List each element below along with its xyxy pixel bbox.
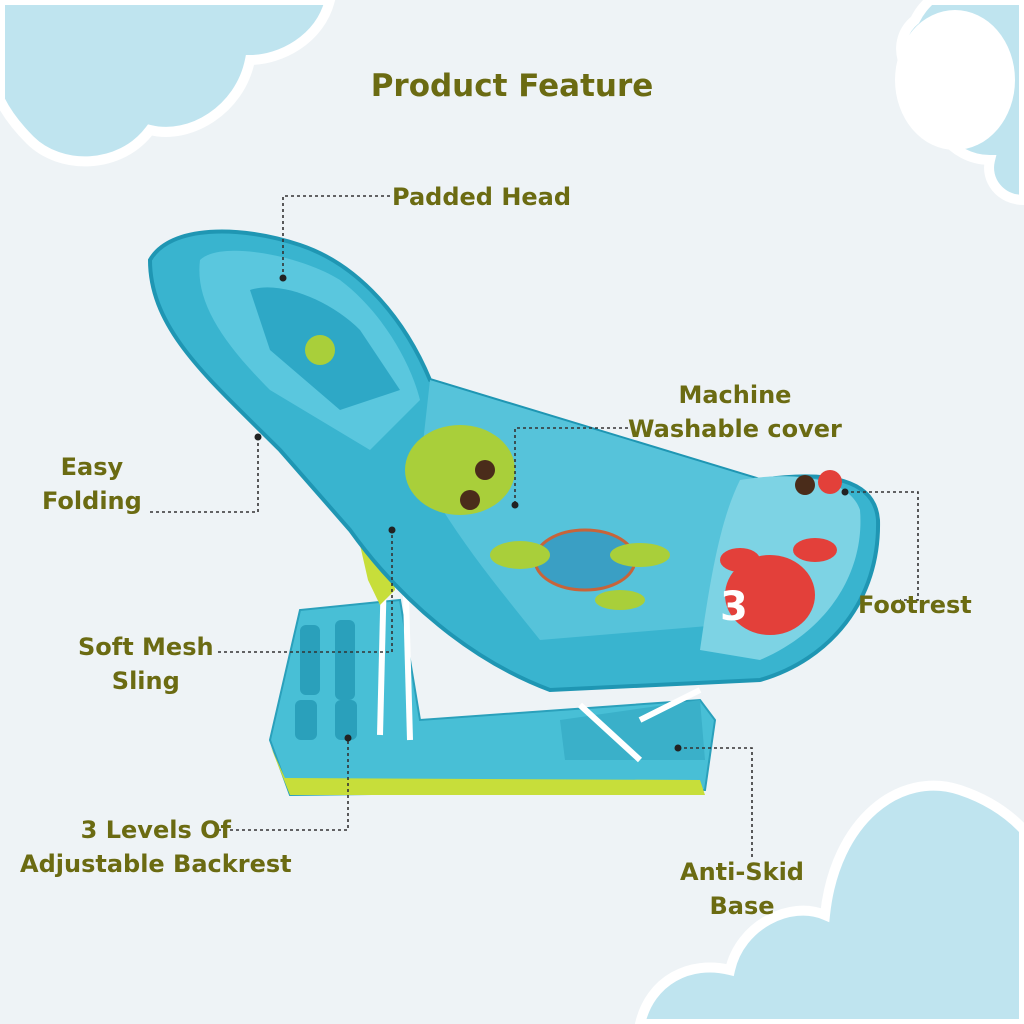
feature-machine-washable-line1: Machine bbox=[678, 381, 792, 409]
feature-easy-folding-line2: Folding bbox=[42, 487, 142, 515]
feature-soft-mesh-line2: Sling bbox=[111, 667, 180, 695]
feature-machine-washable-line2: Washable cover bbox=[628, 415, 842, 443]
feature-anti-skid-line1: Anti-Skid bbox=[680, 858, 804, 886]
bath-seat: 3 bbox=[147, 229, 881, 693]
feature-backrest-line1: 3 Levels Of bbox=[80, 816, 231, 844]
feature-padded-head: Padded Head bbox=[392, 183, 572, 211]
feature-easy-folding-line1: Easy bbox=[60, 453, 124, 481]
feature-soft-mesh-line1: Soft Mesh bbox=[78, 633, 214, 661]
feature-backrest: 3 Levels Of Adjustable Backrest bbox=[20, 813, 292, 881]
cloud-top-right bbox=[895, 0, 1024, 206]
feature-anti-skid-line2: Base bbox=[709, 892, 775, 920]
leader-dots bbox=[254, 274, 849, 752]
feature-anti-skid: Anti-Skid Base bbox=[680, 855, 804, 923]
feature-machine-washable: Machine Washable cover bbox=[628, 378, 842, 446]
svg-text:3: 3 bbox=[720, 584, 748, 630]
feature-soft-mesh: Soft Mesh Sling bbox=[78, 630, 214, 698]
cloud-top-left bbox=[0, 0, 336, 167]
feature-easy-folding: Easy Folding bbox=[42, 450, 142, 518]
page-title: Product Feature bbox=[370, 68, 654, 104]
leader-lines bbox=[150, 195, 919, 858]
feature-backrest-line2: Adjustable Backrest bbox=[20, 850, 292, 878]
feature-footrest: Footrest bbox=[858, 591, 972, 619]
cloud-bottom-right bbox=[634, 780, 1024, 1024]
